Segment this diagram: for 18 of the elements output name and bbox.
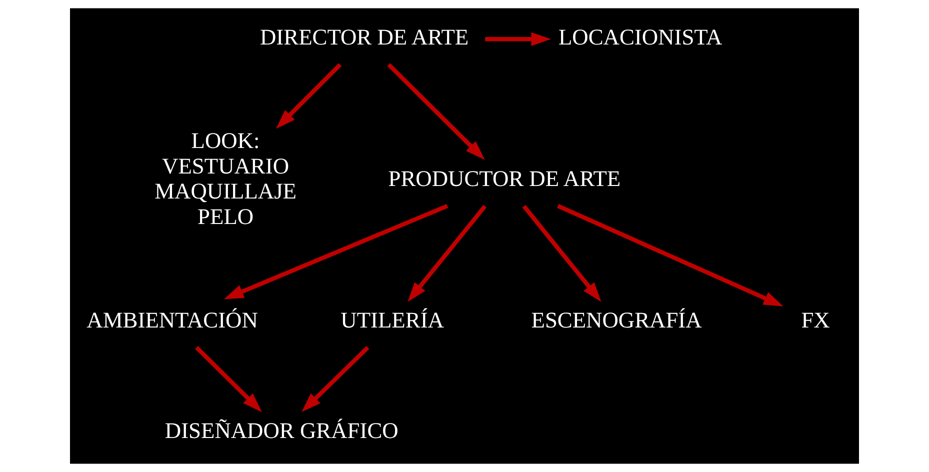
node-text: ESCENOGRAFÍA xyxy=(531,308,702,333)
node-text: LOOK: VESTUARIO MAQUILLAJE PELO xyxy=(154,128,297,229)
node-text: DIRECTOR DE ARTE xyxy=(260,24,469,50)
arrow xyxy=(302,346,370,412)
arrow xyxy=(276,63,342,129)
node-text: PRODUCTOR DE ARTE xyxy=(388,166,621,191)
arrow xyxy=(485,32,551,46)
node-text: LOCACIONISTA xyxy=(558,24,722,50)
node-text: AMBIENTACIÓN xyxy=(86,308,258,333)
arrow xyxy=(224,204,448,300)
arrow xyxy=(195,346,262,412)
arrow xyxy=(387,63,485,160)
node-text: DISEÑADOR GRÁFICO xyxy=(164,418,398,444)
node-text: UTILERÍA xyxy=(340,308,444,333)
arrow xyxy=(408,204,487,302)
arrow xyxy=(557,204,784,306)
node-text: FX xyxy=(801,308,830,333)
arrow xyxy=(522,204,602,302)
